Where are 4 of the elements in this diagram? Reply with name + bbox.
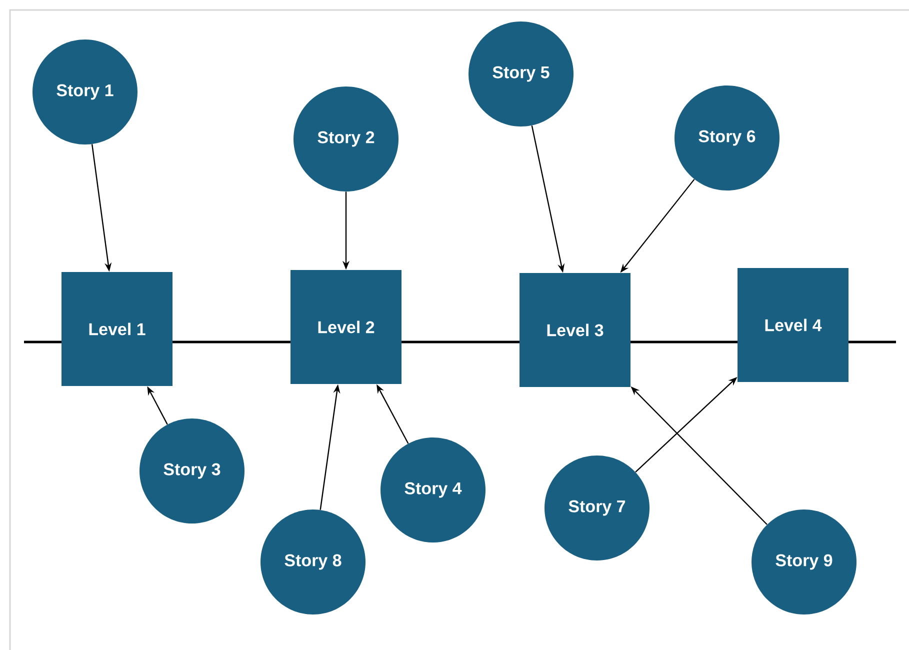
level-box: Level 3 [520, 273, 630, 387]
level-box: Level 2 [290, 270, 402, 384]
level-box: Level 1 [62, 272, 172, 386]
level-box: Level 4 [738, 268, 849, 382]
